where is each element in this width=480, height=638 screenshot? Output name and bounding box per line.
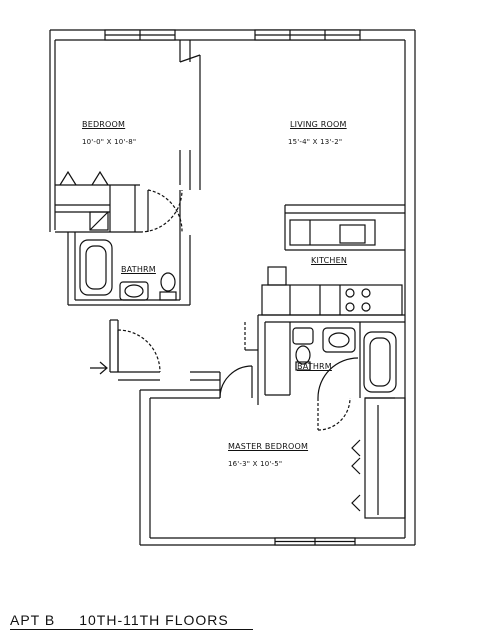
- living-room-label: LIVING ROOM: [290, 120, 347, 129]
- bedroom-label: BEDROOM: [82, 120, 126, 129]
- doors: [117, 189, 359, 431]
- floor-range: 10TH-11TH FLOORS: [79, 612, 229, 628]
- living-room-dimensions: 15'-4" X 13'-2": [288, 138, 343, 146]
- bathroom-2-label: BATHRM: [297, 362, 332, 371]
- apartment-unit: APT B: [10, 612, 56, 628]
- windows: [104, 29, 361, 546]
- bedroom-dimensions: 10'-0" X 10'-8": [82, 138, 137, 146]
- master-bedroom-label: MASTER BEDROOM: [228, 442, 309, 451]
- plan-caption: APT B 10TH-11TH FLOORS: [10, 612, 253, 630]
- fixtures: [59, 170, 406, 519]
- master-bedroom-dimensions: 16'-3" X 10'-5": [228, 460, 283, 468]
- interior-walls: [55, 40, 405, 405]
- bathroom-1-label: BATHRM: [121, 265, 156, 274]
- kitchen-label: KITCHEN: [311, 256, 348, 265]
